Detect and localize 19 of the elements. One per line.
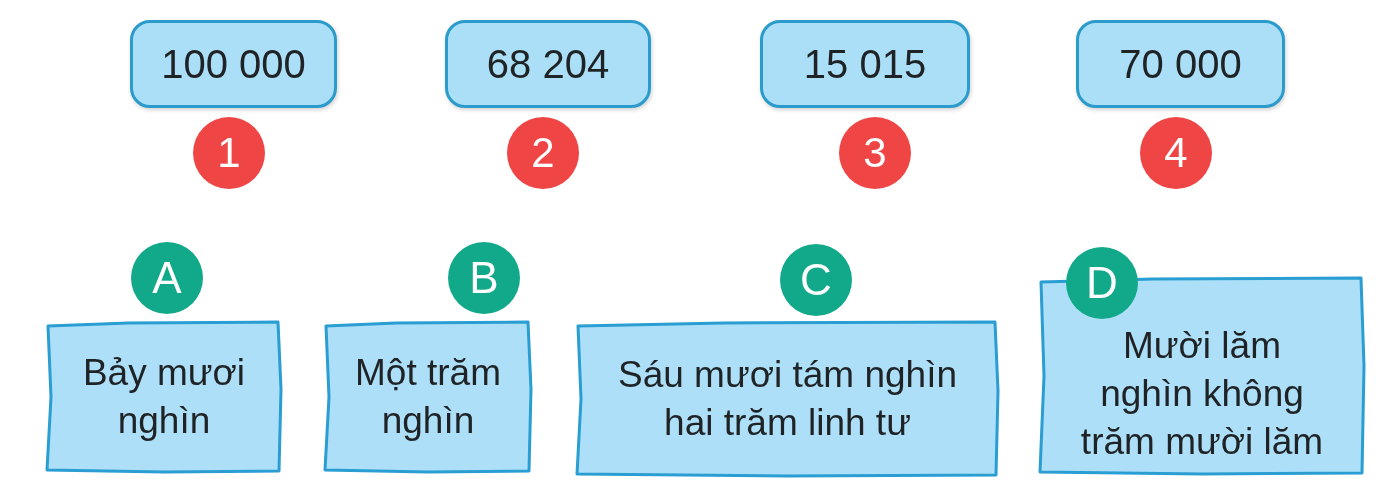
number-card: 100 000 xyxy=(130,20,337,108)
card-text: Mười lăm nghìn không trăm mười lăm xyxy=(1079,324,1325,464)
card-text: Một trăm nghìn xyxy=(354,351,502,443)
card-text: Bảy mươi nghìn xyxy=(81,351,247,443)
number-card: 15 015 xyxy=(760,20,970,108)
number-card: 68 204 xyxy=(445,20,651,108)
card-text: Sáu mươi tám nghìn hai trăm linh tư xyxy=(617,353,958,445)
number-card: 70 000 xyxy=(1076,20,1285,108)
answer-card xyxy=(323,320,533,474)
answer-card xyxy=(45,320,283,474)
letter-badge: D xyxy=(1066,247,1138,319)
number-badge: 1 xyxy=(193,117,265,189)
number-badge: 4 xyxy=(1140,117,1212,189)
number-badge: 2 xyxy=(507,117,579,189)
number-badge: 3 xyxy=(839,117,911,189)
letter-badge: C xyxy=(780,244,852,316)
answer-card xyxy=(575,320,1000,478)
letter-badge: B xyxy=(448,242,520,314)
letter-badge: A xyxy=(131,242,203,314)
